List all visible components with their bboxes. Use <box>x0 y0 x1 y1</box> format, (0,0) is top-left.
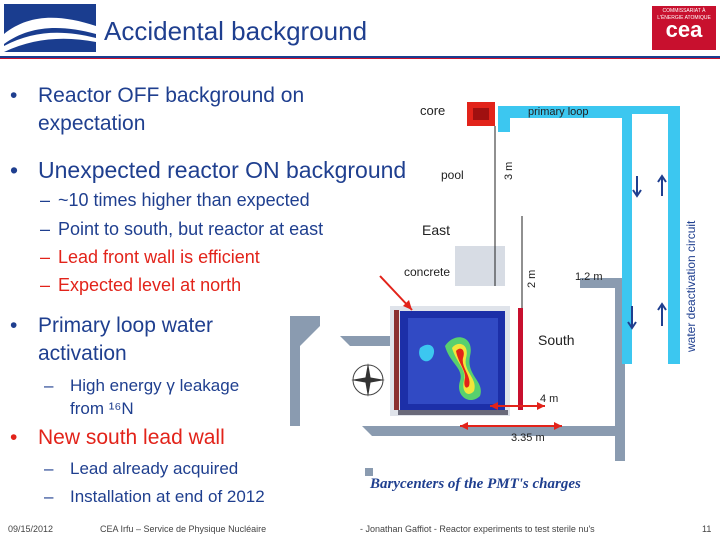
bullet-3-line1: Primary loop water <box>38 314 214 337</box>
label-south: South <box>538 332 575 348</box>
bullet-2: Unexpected reactor ON background <box>38 157 407 183</box>
dash: – <box>40 190 51 210</box>
label-4m: 4 m <box>540 393 559 405</box>
label-east: East <box>422 222 451 238</box>
bullet-3-sub-line1: High energy γ leakage <box>70 376 240 395</box>
flow-arrow-down-2 <box>627 306 637 330</box>
bullet-dot: • <box>10 426 18 449</box>
cea-logo-subtext: COMMISSARIAT À L'ÉNERGIE ATOMIQUE <box>657 8 711 21</box>
flow-arrow-up <box>657 174 667 196</box>
label-pool: pool <box>441 168 464 182</box>
cea-logo: COMMISSARIAT À L'ÉNERGIE ATOMIQUE cea <box>652 6 716 50</box>
bullet-4: New south lead wall <box>38 426 225 449</box>
flow-arrow-up-2 <box>657 302 667 326</box>
lead-wall-north <box>394 310 399 410</box>
concrete-ledge <box>340 336 400 346</box>
deactivation-gap <box>632 114 668 364</box>
compass-icon <box>351 363 385 397</box>
bullet-2-sub-2: Point to south, but reactor at east <box>58 219 324 239</box>
label-2m: 2 m <box>526 269 538 288</box>
left-logo <box>4 4 96 52</box>
dash: – <box>40 275 51 295</box>
concrete-block <box>455 246 505 286</box>
bullet-2-sub-1: ~10 times higher than expected <box>58 190 310 210</box>
concrete-wall-left <box>290 316 320 426</box>
footer-org: CEA Irfu – Service de Physique Nucléaire <box>100 524 267 534</box>
dash: – <box>44 487 54 506</box>
bullet-3-line2: activation <box>38 342 127 365</box>
footer-page-number: 11 <box>702 524 712 534</box>
figure-caption: Barycenters of the PMT's charges <box>370 476 581 492</box>
heatmap-hotspot <box>456 348 470 388</box>
label-core: core <box>420 103 446 118</box>
bullet-2-sub-3: Lead front wall is efficient <box>58 247 260 267</box>
heatmap-region-cyan <box>419 344 435 362</box>
label-primary-loop: primary loop <box>528 106 589 118</box>
arrow-3-35m-head-left <box>460 422 468 430</box>
label-water-deactivation: water deactivation circuit <box>684 220 698 352</box>
concrete-wall-bottom <box>362 426 625 461</box>
flow-arrow-down <box>632 176 642 198</box>
pointer-arrow-concrete-head <box>403 300 412 310</box>
primary-loop-pipe <box>498 106 635 132</box>
bullet-4-sub-1: Lead already acquired <box>70 459 239 478</box>
lead-wall-south <box>518 308 523 410</box>
legend-square <box>365 468 373 476</box>
reactor-core-inner <box>473 108 489 120</box>
arrow-3-35m-head-right <box>554 422 562 430</box>
label-3m: 3 m <box>503 161 515 180</box>
bullet-2-sub-4: Expected level at north <box>58 275 242 295</box>
bullet-4-sub-2: Installation at end of 2012 <box>70 487 265 506</box>
bullet-3-sub-line2: from ¹⁶N <box>70 399 134 418</box>
header-divider-red <box>0 58 720 59</box>
dash: – <box>40 247 51 267</box>
cea-logo-text: cea <box>665 17 703 42</box>
dash: – <box>40 219 51 239</box>
deactivation-pipe-right <box>626 106 680 364</box>
bullet-dot: • <box>10 84 18 107</box>
bullet-1-line2: expectation <box>38 112 146 135</box>
footer-talk: - Jonathan Gaffiot - Reactor experiments… <box>360 524 595 534</box>
label-concrete: concrete <box>404 265 451 279</box>
header-divider <box>0 56 720 58</box>
concrete-wall-right <box>580 278 625 426</box>
bullet-1-line1: Reactor OFF background on <box>38 84 305 107</box>
arrow-4m-head-left <box>490 402 498 410</box>
bullet-dot: • <box>10 314 18 337</box>
page-title: Accidental background <box>104 16 368 46</box>
dash: – <box>44 376 54 395</box>
arrow-4m-head-right <box>537 402 545 410</box>
reactor-layout-diagram <box>290 102 680 476</box>
dash: – <box>44 459 54 478</box>
label-1-2m: 1.2 m <box>575 271 603 283</box>
deactivation-pipe-left <box>622 106 632 364</box>
bullet-dot: • <box>10 157 19 183</box>
footer-date: 09/15/2012 <box>8 524 54 534</box>
label-3-35m: 3.35 m <box>511 432 545 444</box>
detector-base <box>398 410 508 415</box>
